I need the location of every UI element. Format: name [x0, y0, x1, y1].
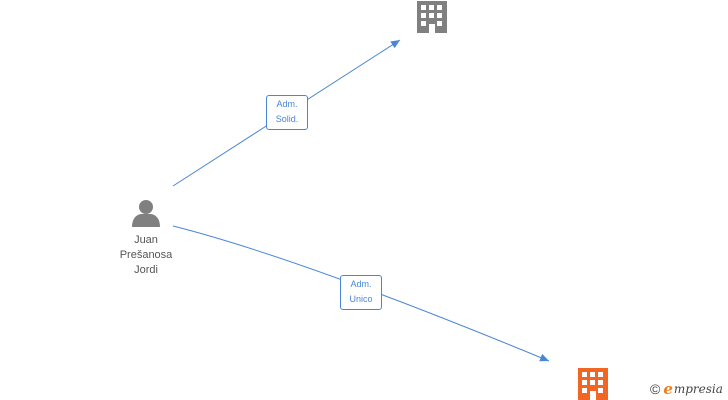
person-name-label[interactable]: Juan Prešanosa Jordi: [104, 233, 188, 278]
relation-edge-adm-unico: [172, 225, 550, 362]
relation-label-adm-unico[interactable]: Adm. Unico: [340, 275, 382, 310]
building-icon[interactable]: [417, 1, 447, 33]
building-icon[interactable]: [578, 368, 608, 400]
empresia-logo: © e mpresia: [650, 380, 723, 398]
logo-initial: e: [663, 380, 673, 398]
relation-label-line: Adm.: [350, 279, 372, 289]
person-name-line: Juan: [134, 234, 158, 246]
person-icon[interactable]: [132, 200, 160, 227]
person-name-line: Prešanosa: [119, 249, 173, 261]
logo-wordmark: mpresia: [673, 382, 723, 396]
relation-label-line: Solid.: [275, 114, 299, 124]
copyright-symbol: ©: [650, 381, 661, 397]
relation-label-line: Unico: [349, 294, 373, 304]
relation-label-line: Adm.: [276, 99, 298, 109]
relation-label-adm-solid[interactable]: Adm. Solid.: [266, 95, 308, 130]
person-name-line: Jordi: [134, 264, 158, 276]
